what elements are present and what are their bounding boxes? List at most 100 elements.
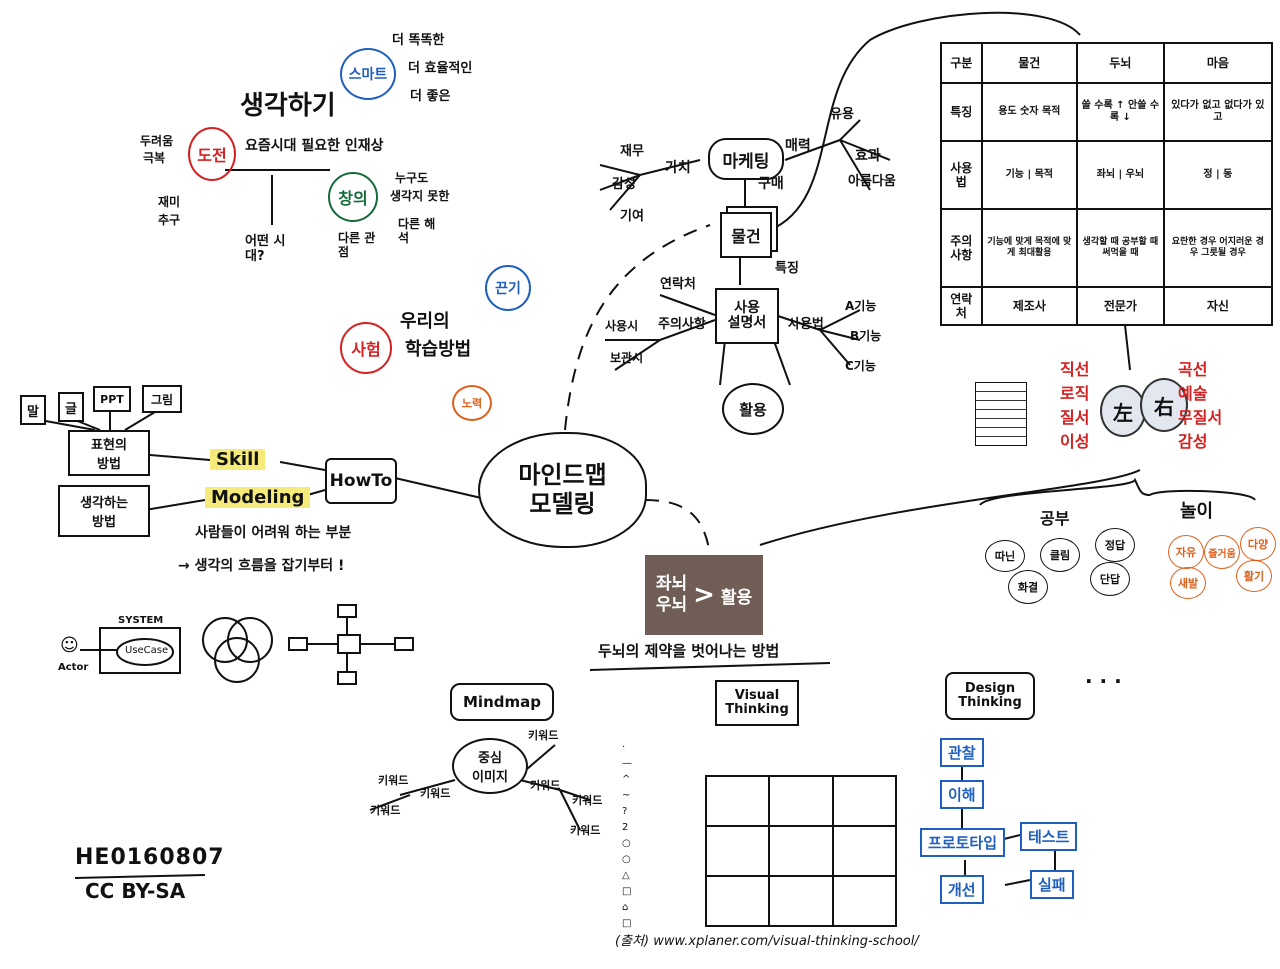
object-node: 물건 <box>720 212 772 258</box>
creative-other-view: 다른 관점 <box>338 232 382 260</box>
table-row1-brain: 쓸 수록 ↑ 안쓸 수록 ↓ <box>1077 83 1164 141</box>
creative-item-2: 생각지 못한 <box>390 190 449 204</box>
table-row1-mind: 있다가 없고 없다가 있고 <box>1164 83 1272 141</box>
dt-step-understand: 이해 <box>940 780 984 809</box>
documents-icon <box>975 382 1027 446</box>
design-title-line2: Thinking <box>958 696 1022 710</box>
mindmap-keyword-2: 키워드 <box>420 788 450 801</box>
table-row2-object: 기능 | 목적 <box>982 141 1077 209</box>
howto-note-2: → 생각의 흐름을 잡기부터 ! <box>178 558 344 574</box>
output-writing: 글 <box>58 392 84 422</box>
howto-node: HowTo <box>325 458 397 504</box>
table-row3-mind: 요란한 경우 어지러운 경우 그릇될 경우 <box>1164 209 1272 287</box>
thinking-method-box: 생각하는 방법 <box>58 485 150 537</box>
left-brain-circle: 左 <box>1100 385 1146 437</box>
challenge-note-1: 두려움 <box>140 135 173 149</box>
mindmap-title: Mindmap <box>450 683 554 721</box>
smart-item-2: 더 효율적인 <box>408 62 472 77</box>
right-word-disorder: 무질서 <box>1178 406 1222 430</box>
table-row2-label: 사용법 <box>941 141 982 209</box>
contact-label: 연락처 <box>660 278 696 293</box>
brain-right-label: 우뇌 <box>656 595 687 616</box>
output-drawing: 그림 <box>142 385 182 413</box>
table-header-category: 구분 <box>941 43 982 83</box>
left-word-logic: 로직 <box>1060 382 1089 406</box>
visual-thinking-sheet <box>705 775 897 927</box>
table-row4-label: 연락처 <box>941 287 982 325</box>
challenge-note-2: 극복 <box>143 152 165 166</box>
design-title-line1: Design <box>965 682 1015 696</box>
manual-node: 사용 설명서 <box>715 288 779 344</box>
value-label: 가치 <box>665 160 691 176</box>
brain-use-label: 활용 <box>721 583 752 608</box>
brain-greater-symbol: > <box>693 580 715 610</box>
mindmap-center: 중심 이미지 <box>452 738 528 794</box>
mindmap-keyword-6: 키워드 <box>572 795 602 808</box>
learning-title-1: 우리의 <box>400 312 450 333</box>
creative-other-interpretation: 다른 해석 <box>398 218 442 246</box>
center-line-1: 마인드맵 <box>518 461 606 490</box>
expression-method-line1: 표현의 <box>91 434 127 453</box>
study-item-5: 단답 <box>1090 562 1130 596</box>
actor-icon: ☺ <box>60 636 79 657</box>
manual-line-2: 설명서 <box>728 316 767 331</box>
play-item-2: 즐거움 <box>1204 535 1240 569</box>
study-item-1: 따닌 <box>985 540 1025 572</box>
edge-howto-center <box>395 478 490 500</box>
left-item-contribution: 기여 <box>620 210 644 225</box>
table-row1-object: 용도 숫자 목적 <box>982 83 1077 141</box>
smart-item-3: 더 좋은 <box>410 90 450 105</box>
left-item-finance: 재무 <box>620 145 644 160</box>
challenge-circle: 도전 <box>188 127 236 181</box>
smart-circle: 스마트 <box>340 48 396 100</box>
mindmap-center-line1: 중심 <box>478 747 502 766</box>
mindmap-keyword-4: 키워드 <box>370 805 400 818</box>
visual-title-line2: Thinking <box>725 703 789 717</box>
experience-circle: 사험 <box>340 322 392 374</box>
mindmap-keyword-7: 키워드 <box>570 825 600 838</box>
study-label: 공부 <box>1040 510 1069 528</box>
actor-label: Actor <box>58 662 88 674</box>
mindmap-keyword-1: 키워드 <box>528 730 558 743</box>
output-speech: 말 <box>20 395 46 425</box>
right-word-emotion: 감성 <box>1178 430 1222 454</box>
study-item-3: 정답 <box>1095 528 1135 562</box>
thinking-method-line2: 방법 <box>92 511 116 530</box>
usecase-label: UseCase <box>125 645 168 657</box>
design-ellipsis: · · · <box>1085 670 1122 693</box>
howto-note-1: 사람들이 어려워 하는 부분 <box>195 525 351 541</box>
fun-note-1: 재미 <box>158 196 180 210</box>
visual-symbols-column: ·—^~?2○○△□⌂□ <box>622 740 632 932</box>
dt-step-prototype: 프로토타입 <box>920 828 1005 857</box>
table-header-object: 물건 <box>982 43 1077 83</box>
thinking-subtitle: 요즘시대 필요한 인재상 <box>245 138 384 154</box>
right-brain-words: 곡선 예술 무질서 감성 <box>1178 358 1222 454</box>
right-item-effect: 효과 <box>855 148 881 164</box>
usage-label: 사용법 <box>788 318 824 333</box>
output-ppt: PPT <box>93 386 131 412</box>
mindmap-center-line2: 이미지 <box>472 766 508 785</box>
left-item-emotion: 감성 <box>612 178 636 193</box>
manual-line-1: 사용 <box>734 301 760 316</box>
effort-circle: 노력 <box>452 385 492 421</box>
creative-item-1: 누구도 <box>395 172 428 186</box>
table-row4-mind: 자신 <box>1164 287 1272 325</box>
play-item-5: 활기 <box>1236 560 1272 592</box>
modeling-label: Modeling <box>205 487 310 508</box>
system-label: SYSTEM <box>118 615 163 627</box>
table-header-brain: 두뇌 <box>1077 43 1164 83</box>
brain-use-box: 좌뇌 우뇌 > 활용 <box>645 555 763 635</box>
table-header-mind: 마음 <box>1164 43 1272 83</box>
visual-title-line1: Visual <box>735 689 780 703</box>
center-cloud: 마인드맵 모델링 <box>478 432 647 548</box>
mindmap-keyword-3: 키워드 <box>378 775 408 788</box>
expression-method-line2: 방법 <box>97 453 121 472</box>
design-thinking-title: Design Thinking <box>945 672 1035 720</box>
dt-step-observe: 관찰 <box>940 738 984 767</box>
study-item-2: 클림 <box>1040 538 1080 572</box>
play-item-1: 자유 <box>1168 535 1204 569</box>
attraction-label: 매력 <box>785 138 811 154</box>
visual-source: (출처) www.xplaner.com/visual-thinking-sch… <box>615 935 919 950</box>
thinking-title: 생각하기 <box>240 92 336 122</box>
table-row3-object: 기능에 맞게 목적에 맞게 최대활용 <box>982 209 1077 287</box>
